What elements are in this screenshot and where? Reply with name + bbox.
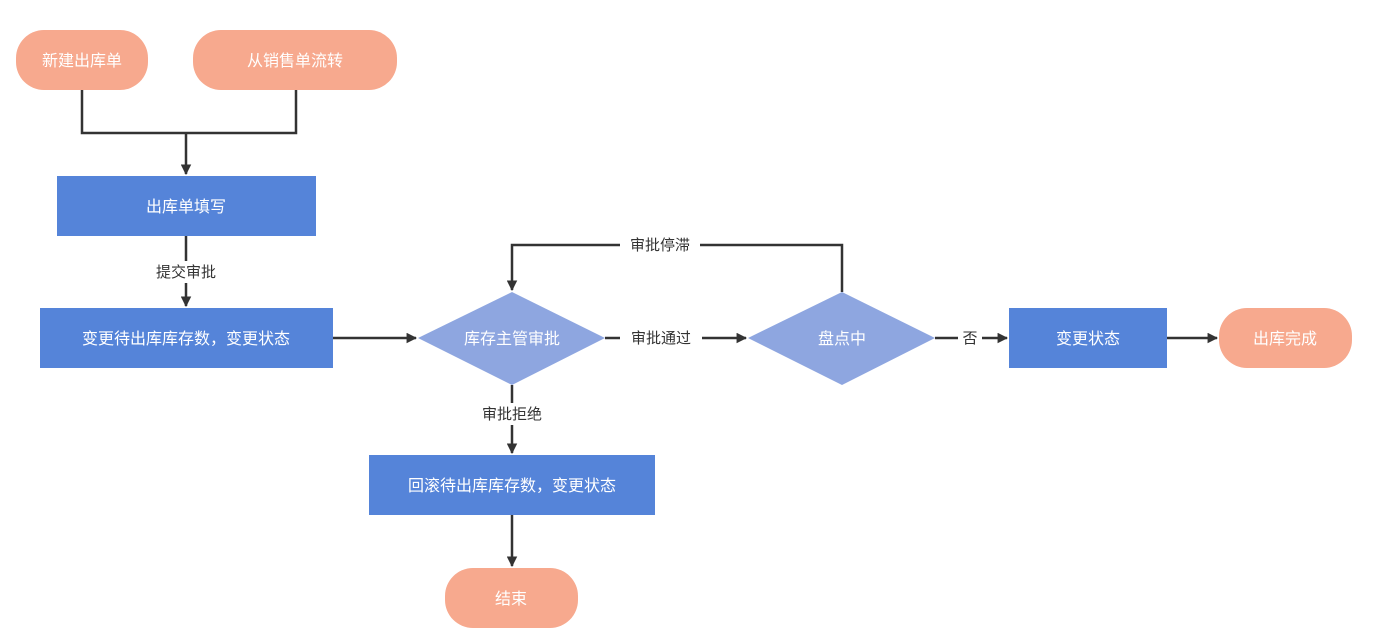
edge-label-no: 否 <box>962 329 977 347</box>
node-label: 出库单填写 <box>146 197 226 216</box>
node-from-sales[interactable]: 从销售单流转 <box>193 30 397 90</box>
node-new-order[interactable]: 新建出库单 <box>16 30 148 90</box>
edge-from-sales-merge <box>186 90 298 135</box>
node-label: 变更待出库库存数，变更状态 <box>82 329 290 348</box>
node-label: 回滚待出库库存数，变更状态 <box>408 476 616 495</box>
edge-labels: 提交审批 审批通过 审批停滞 否 审批拒绝 <box>146 234 982 425</box>
edge-label-submit: 提交审批 <box>156 263 216 281</box>
edge-label-stalled: 审批停滞 <box>630 236 690 254</box>
node-end[interactable]: 结束 <box>445 568 578 628</box>
edge-label-rejected: 审批拒绝 <box>482 405 542 423</box>
node-rollback[interactable]: 回滚待出库库存数，变更状态 <box>369 455 655 515</box>
node-manager-approve[interactable]: 库存主管审批 <box>418 292 605 385</box>
edge-label-approved: 审批通过 <box>631 329 691 347</box>
node-update-status[interactable]: 变更状态 <box>1009 308 1167 368</box>
node-label: 出库完成 <box>1253 329 1317 348</box>
node-label: 变更状态 <box>1056 329 1120 348</box>
node-label: 从销售单流转 <box>247 51 343 70</box>
node-label: 盘点中 <box>818 329 866 348</box>
node-fill-form[interactable]: 出库单填写 <box>57 176 316 236</box>
node-label: 结束 <box>495 589 527 608</box>
node-stocktaking[interactable]: 盘点中 <box>748 292 935 385</box>
node-label: 库存主管审批 <box>464 329 560 348</box>
edge-new-order-merge <box>80 90 186 135</box>
node-done[interactable]: 出库完成 <box>1219 308 1352 368</box>
node-update-pending[interactable]: 变更待出库库存数，变更状态 <box>40 308 333 368</box>
node-label: 新建出库单 <box>42 51 122 70</box>
